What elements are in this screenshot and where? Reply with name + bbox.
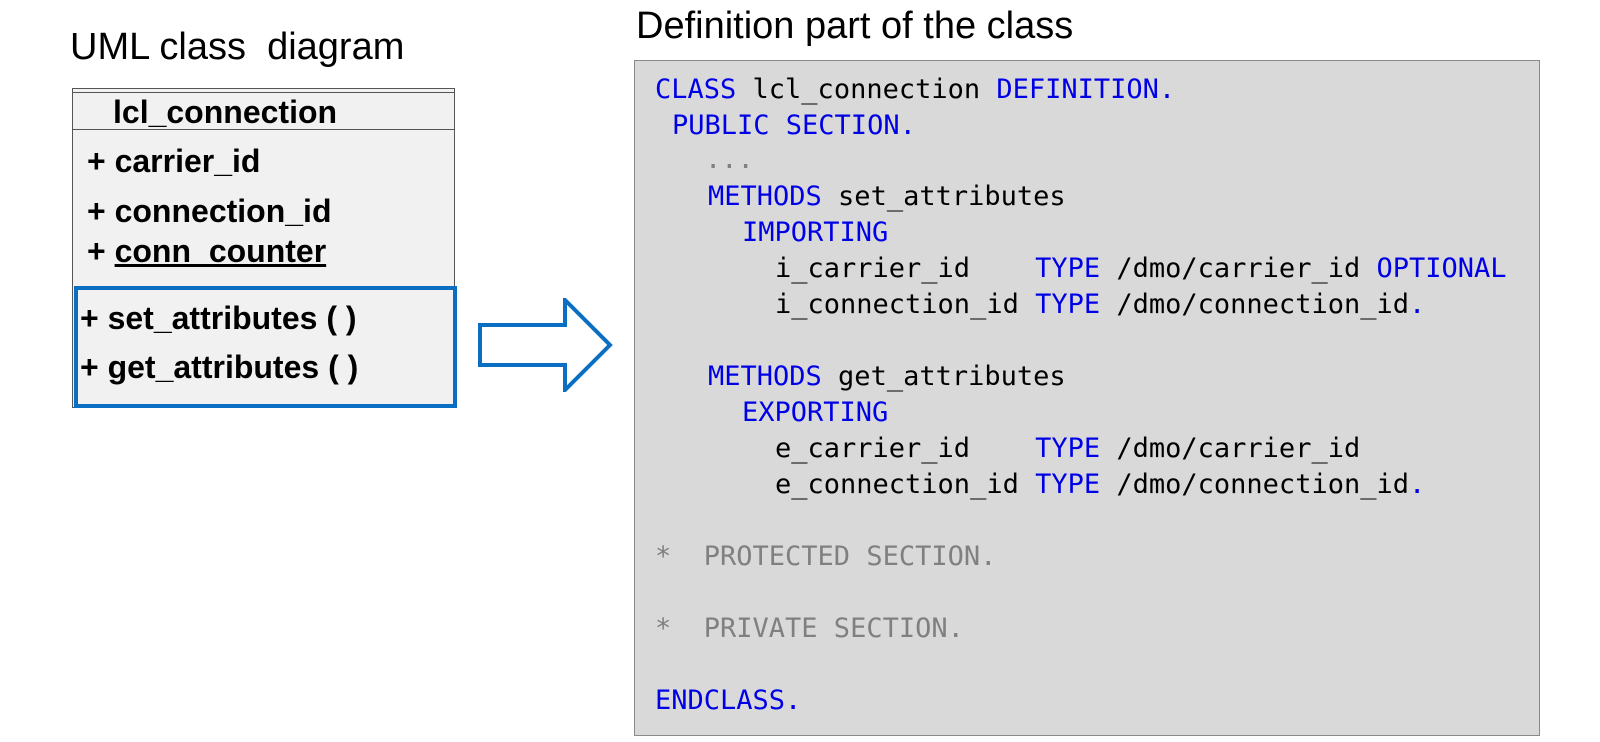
- code-type: /dmo/connection_id: [1100, 469, 1409, 500]
- uml-class-box: lcl_connection + carrier_id + connection…: [72, 88, 455, 408]
- code-line-ellipsis: ...: [705, 144, 754, 175]
- code-panel: CLASS lcl_connection DEFINITION. PUBLIC …: [634, 60, 1540, 736]
- uml-method-get-attributes: + get_attributes ( ): [80, 349, 359, 385]
- code-keyword: TYPE: [1035, 289, 1101, 320]
- code-parameter: e_connection_id: [775, 469, 1036, 500]
- code-keyword: TYPE: [1035, 433, 1101, 464]
- code-identifier: lcl_connection: [736, 74, 997, 105]
- uml-class-name: lcl_connection: [113, 94, 338, 130]
- uml-top-rule: [73, 92, 454, 93]
- code-line-import-carrier: i_carrier_id TYPE /dmo/carrier_id OPTION…: [775, 253, 1507, 285]
- code-keyword: TYPE: [1035, 253, 1101, 284]
- uml-static-attribute-name: conn_counter: [114, 233, 327, 269]
- uml-method-set-attributes: + set_attributes ( ): [80, 300, 357, 336]
- code-line-private-comment: * PRIVATE SECTION.: [655, 613, 964, 644]
- code-line-protected-comment: * PROTECTED SECTION.: [655, 541, 997, 572]
- arrow-shape: [478, 298, 613, 392]
- right-arrow-icon: [478, 298, 613, 392]
- uml-attribute-carrier-id: + carrier_id: [87, 143, 261, 179]
- code-type: /dmo/carrier_id: [1100, 433, 1361, 464]
- code-parameter: i_carrier_id: [775, 253, 1036, 284]
- code-line-importing: IMPORTING: [742, 217, 889, 248]
- code-line-exporting: EXPORTING: [742, 397, 889, 428]
- code-line-import-connection: i_connection_id TYPE /dmo/connection_id.: [775, 289, 1425, 321]
- code-line-public-section: PUBLIC SECTION.: [672, 110, 916, 141]
- code-parameter: e_carrier_id: [775, 433, 1036, 464]
- code-keyword: OPTIONAL: [1376, 253, 1507, 284]
- code-line-export-carrier: e_carrier_id TYPE /dmo/carrier_id: [775, 433, 1360, 465]
- code-punctuation: .: [1408, 289, 1426, 320]
- definition-part-heading: Definition part of the class: [636, 5, 1074, 47]
- uml-attribute-prefix: +: [87, 233, 115, 269]
- uml-attribute-connection-id: + connection_id: [87, 193, 332, 229]
- code-keyword: DEFINITION.: [996, 74, 1176, 105]
- code-line-methods-get: METHODS get_attributes: [708, 361, 1066, 393]
- code-parameter: i_connection_id: [775, 289, 1036, 320]
- code-keyword: CLASS: [655, 74, 737, 105]
- code-identifier: set_attributes: [821, 181, 1066, 212]
- code-keyword: METHODS: [708, 181, 822, 212]
- uml-compartment-divider: [73, 129, 454, 130]
- code-line-export-connection: e_connection_id TYPE /dmo/connection_id.: [775, 469, 1425, 501]
- code-line-endclass: ENDCLASS.: [655, 685, 802, 716]
- uml-attribute-conn-counter: + conn_counter: [87, 233, 326, 269]
- code-line-methods-set: METHODS set_attributes: [708, 181, 1066, 213]
- code-keyword: METHODS: [708, 361, 822, 392]
- code-punctuation: .: [1408, 469, 1426, 500]
- methods-highlight-frame: [74, 286, 457, 408]
- code-keyword: TYPE: [1035, 469, 1101, 500]
- code-type: /dmo/carrier_id: [1100, 253, 1377, 284]
- code-type: /dmo/connection_id: [1100, 289, 1409, 320]
- code-line-class-definition: CLASS lcl_connection DEFINITION.: [655, 74, 1175, 106]
- code-identifier: get_attributes: [821, 361, 1066, 392]
- uml-diagram-heading: UML class diagram: [70, 26, 405, 68]
